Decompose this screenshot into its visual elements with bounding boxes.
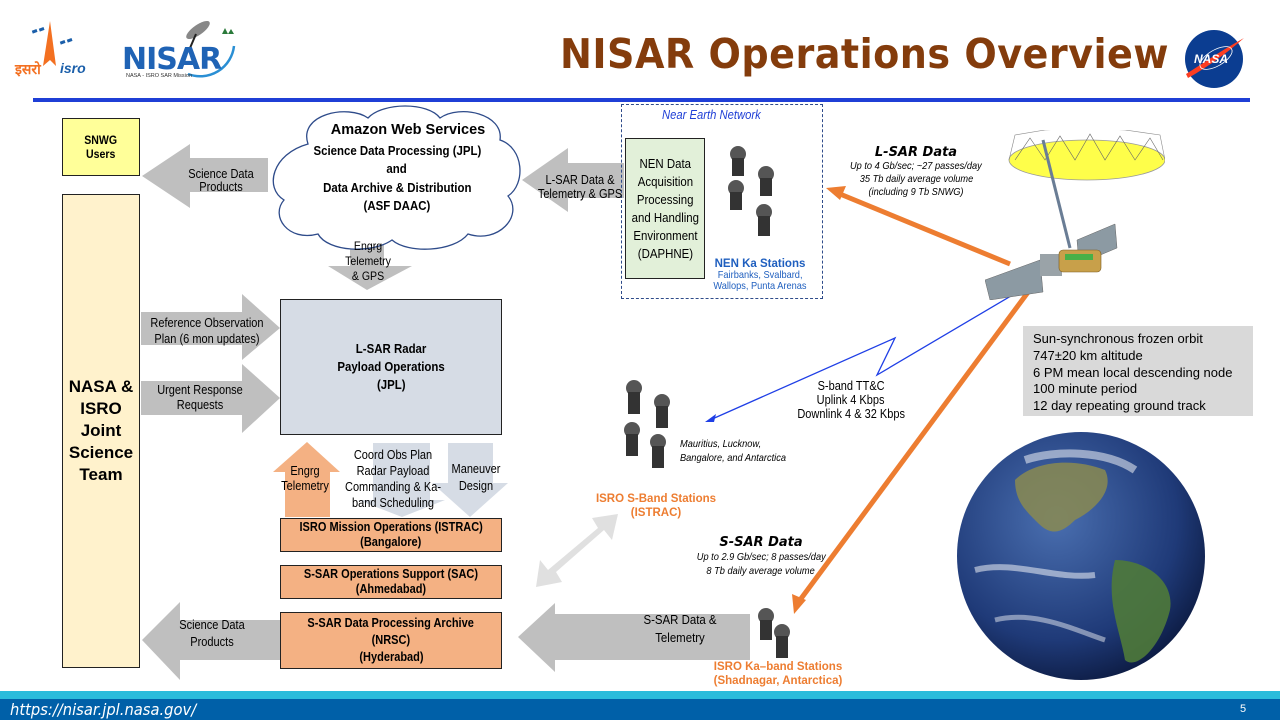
isro-sband-locations: Mauritius, Lucknow, Bangalore, and Antar… — [680, 438, 786, 464]
nisar-satellite-image — [985, 130, 1165, 300]
nen-label: Near Earth Network — [662, 108, 761, 122]
page-title: NISAR Operations Overview — [560, 30, 1169, 78]
isro-sband-antennas-icon — [624, 380, 670, 468]
isro-text: isro — [60, 60, 86, 76]
orbit-info-box: Sun-synchronous frozen orbit 747±20 km a… — [1023, 326, 1253, 416]
nisar-logo: NISAR NASA - ISRO SAR Mission — [118, 16, 248, 86]
arrow-sband-double — [536, 514, 618, 587]
science-team-line: NASA & — [68, 377, 134, 396]
aws-and: and — [386, 161, 408, 176]
nen-stations-title: NEN Ka Stations — [714, 258, 806, 270]
science-team-line: Joint — [80, 421, 122, 440]
arrow-maneuver — [432, 443, 508, 517]
link-lsar-head — [826, 186, 846, 200]
aws-box: Amazon Web Services Science Data Process… — [278, 122, 516, 215]
arrow-engrg-gps — [328, 235, 412, 290]
ssar-link-title: S-SAR Data — [719, 535, 803, 550]
ssar-data-label: S-SAR Data & Telemetry — [643, 612, 717, 645]
nen-stations: NEN Ka Stations Fairbanks, Svalbard, Wal… — [713, 258, 807, 292]
isro-ka-stations-label: ISRO Ka–band Stations (Shadnagar, Antarc… — [713, 661, 843, 687]
arrow-urgent — [141, 364, 280, 433]
isro-hindi-text: इसरो — [15, 61, 41, 77]
nen-frame — [621, 104, 823, 299]
engrg-telemetry-label: Engrg Telemetry — [281, 464, 329, 493]
aws-archive: Data Archive & Distribution — [322, 180, 472, 195]
aws-cloud-icon — [272, 105, 521, 250]
sac-box: S-SAR Operations Support (SAC) (Ahmedaba… — [280, 565, 502, 599]
link-sband — [709, 279, 1039, 421]
orbit-line: 12 day repeating ground track — [1033, 398, 1206, 414]
science-team-line: ISRO — [80, 399, 122, 418]
isro-ka-antennas-icon — [758, 608, 790, 658]
science-team-line: Science — [68, 443, 134, 462]
nisar-satellite-icon — [186, 20, 236, 78]
science-products-bottom-label: Science Data Products — [179, 618, 245, 649]
aws-sdp: Science Data Processing (JPL) — [313, 143, 481, 158]
snwg-users-label: Users — [86, 147, 116, 161]
nasa-logo: NASA — [1182, 28, 1246, 90]
orbit-line: 100 minute period — [1033, 381, 1138, 397]
orbit-line: 6 PM mean local descending node — [1033, 364, 1233, 380]
nisar-logo-subtitle: NASA - ISRO SAR Mission — [126, 73, 193, 79]
daphne-box: NEN Data Acquisition Processing and Hand… — [625, 138, 705, 279]
science-team-box: NASA & ISRO Joint Science Team — [62, 194, 140, 668]
link-ssar — [797, 274, 1043, 602]
arrow-ssar-data — [518, 603, 750, 672]
sband-link-label: S-band TT&C Uplink 4 Kbps Downlink 4 & 3… — [797, 379, 905, 421]
arrow-engrg-telemetry — [273, 442, 340, 517]
lsar-ops-box: L-SAR Radar Payload Operations (JPL) — [280, 299, 502, 435]
nasa-logo-text: NASA — [1194, 52, 1229, 66]
arrow-coord — [358, 443, 445, 517]
maneuver-label: Maneuver Design — [451, 462, 501, 493]
coord-obs-label: Coord Obs Plan Radar Payload Commanding … — [344, 448, 441, 510]
aws-title: Amazon Web Services — [330, 122, 486, 138]
arrow-science-products-bottom — [142, 602, 282, 680]
isro-rocket-icon — [31, 21, 73, 66]
arrow-lsar-data — [522, 148, 624, 212]
ssar-link-label: S-SAR Data Up to 2.9 Gb/sec; 8 passes/da… — [696, 535, 826, 577]
arrow-science-products-top — [142, 144, 268, 208]
aws-daac: (ASF DAAC) — [363, 198, 431, 213]
nrsc-box: S-SAR Data Processing Archive (NRSC) (Hy… — [280, 612, 502, 669]
snwg-label: SNWG — [84, 133, 118, 147]
istrac-box: ISRO Mission Operations (ISTRAC) (Bangal… — [280, 518, 502, 552]
snwg-users-box: SNWG Users — [62, 118, 140, 176]
science-products-top-label: Science Data Products — [188, 167, 254, 194]
lsar-link-label: L-SAR Data Up to 4 Gb/sec; ~27 passes/da… — [850, 145, 982, 198]
isro-sband-stations-label: ISRO S-Band Stations (ISTRAC) — [595, 493, 717, 519]
lsar-data-label: L-SAR Data & Telemetry & GPS — [537, 173, 623, 201]
isro-logo: इसरो isro — [10, 16, 100, 86]
link-ssar-head — [792, 594, 806, 614]
nasa-meatball-icon — [1185, 30, 1244, 88]
urgent-label: Urgent Response Requests — [157, 383, 243, 412]
page-number: 5 — [1240, 703, 1247, 715]
title-divider — [33, 98, 1250, 102]
nen-antennas-icon — [728, 146, 774, 236]
link-lsar — [839, 191, 1011, 267]
nisar-logo-text: NISAR — [122, 42, 222, 77]
orbit-line: 747±20 km altitude — [1033, 347, 1143, 363]
lsar-link-title: L-SAR Data — [874, 145, 958, 160]
science-team-line: Team — [79, 465, 123, 484]
ref-obs-label: Reference Observation Plan (6 mon update… — [150, 316, 264, 346]
footer-accent — [0, 691, 1280, 699]
orbit-line: Sun-synchronous frozen orbit — [1033, 331, 1203, 346]
engrg-gps-label: Engrg Telemetry & GPS — [345, 239, 391, 283]
arrow-ref-obs — [141, 294, 280, 360]
earth-image — [957, 432, 1205, 680]
footer-url-link[interactable]: https://nisar.jpl.nasa.gov/ — [10, 700, 197, 719]
footer-bar — [0, 699, 1280, 720]
link-sband-head — [705, 414, 716, 422]
